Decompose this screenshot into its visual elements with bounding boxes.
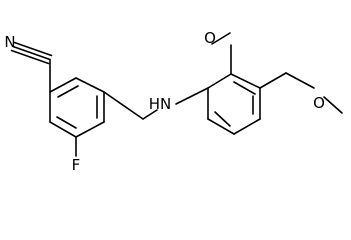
fluorine-label: F xyxy=(72,156,81,174)
nitrile-nitrogen-label: N xyxy=(4,33,15,51)
methylene-linker xyxy=(103,91,158,120)
right-methoxy-bonds xyxy=(259,72,343,114)
right-methoxy-oxygen-label: O xyxy=(313,94,325,112)
left-aromatic-ring xyxy=(49,59,105,138)
amine-label: HN xyxy=(149,95,172,113)
right-aromatic-ring xyxy=(207,73,261,135)
nitrile-triple-bond xyxy=(10,41,53,65)
chemical-structure-diagram: N F HN xyxy=(4,29,343,174)
top-methoxy-bonds xyxy=(211,32,232,75)
top-methoxy-oxygen-label: O xyxy=(204,29,216,47)
amine-ring-bond xyxy=(175,87,209,105)
